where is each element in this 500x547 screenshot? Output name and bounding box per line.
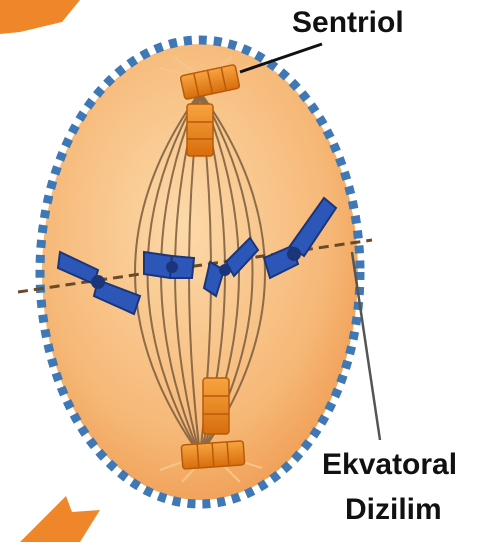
corner-arrow-bottom (20, 496, 100, 542)
equatorial-label-line2: Dizilim (345, 493, 442, 527)
centriole-label: Sentriol (292, 6, 404, 40)
corner-arrow-top (0, 0, 80, 34)
equatorial-pointer-line (352, 252, 380, 440)
equatorial-label-line1: Ekvatoral (322, 448, 457, 482)
